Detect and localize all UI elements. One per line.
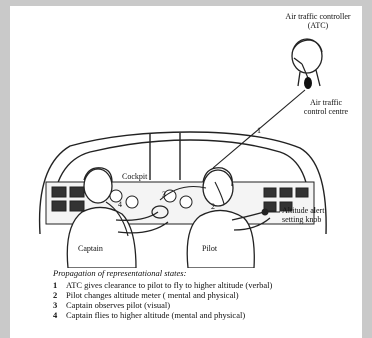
- caption-step: 3 Captain observes pilot (visual): [53, 300, 358, 310]
- captain-label: Captain: [78, 244, 103, 253]
- altitude-knob-label-2: setting knob: [282, 215, 321, 224]
- link-number-2: 2: [211, 202, 215, 211]
- cockpit-label: Cockpit: [122, 172, 147, 181]
- step-text: Captain flies to higher altitude (mental…: [66, 310, 245, 320]
- link-number-1: 1: [257, 126, 261, 135]
- step-text: Pilot changes altitude meter ( mental an…: [66, 290, 239, 300]
- cockpit-diagram: [10, 6, 362, 268]
- control-centre-label-2: control centre: [294, 107, 358, 116]
- altitude-knob-label-1: Altitude alert: [282, 206, 324, 215]
- step-number: 4: [53, 310, 66, 320]
- step-number: 2: [53, 290, 66, 300]
- step-text: Captain observes pilot (visual): [66, 300, 170, 310]
- caption-step: 2 Pilot changes altitude meter ( mental …: [53, 290, 358, 300]
- headset-microphone-icon: [302, 64, 312, 89]
- link-number-3: 3: [162, 190, 166, 199]
- step-number: 1: [53, 280, 66, 290]
- link-number-4: 4: [118, 200, 122, 209]
- atc-abbr-label: (ATC): [278, 21, 358, 30]
- caption-step: 4 Captain flies to higher altitude (ment…: [53, 310, 358, 320]
- step-text: ATC gives clearance to pilot to fly to h…: [66, 280, 272, 290]
- figure-frame: Air traffic controller (ATC) Air traffic…: [10, 6, 362, 338]
- caption-step: 1 ATC gives clearance to pilot to fly to…: [53, 280, 358, 290]
- pilot-label: Pilot: [202, 244, 217, 253]
- caption: Propagation of representational states: …: [53, 268, 358, 320]
- caption-title: Propagation of representational states:: [53, 268, 358, 278]
- step-number: 3: [53, 300, 66, 310]
- atc-label: Air traffic controller: [278, 12, 358, 21]
- control-centre-label-1: Air traffic: [294, 98, 358, 107]
